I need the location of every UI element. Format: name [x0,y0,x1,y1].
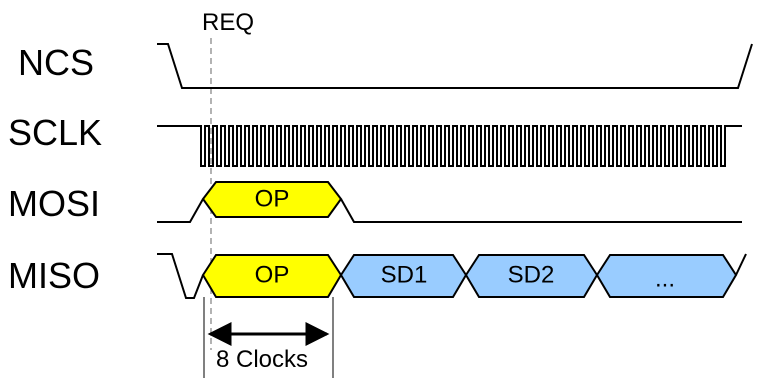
ncs-label: NCS [18,42,94,83]
miso-op-label: OP [255,261,290,288]
miso-idle-left [157,253,204,299]
mosi-idle-right [340,198,742,223]
miso-label: MISO [8,255,100,296]
clock-count-label: 8 Clocks [216,346,308,373]
mosi-op-label: OP [255,185,290,212]
miso-sd1-label: SD1 [381,261,428,288]
sclk-waveform [157,125,742,167]
miso-more-label: ... [655,265,675,292]
miso-sd2-label: SD2 [508,261,555,288]
sclk-label: SCLK [8,112,102,153]
mosi-label: MOSI [8,183,100,224]
req-label: REQ [202,9,254,36]
ncs-waveform [157,43,753,89]
miso-end-edge [735,253,747,276]
mosi-idle-left [157,198,204,223]
